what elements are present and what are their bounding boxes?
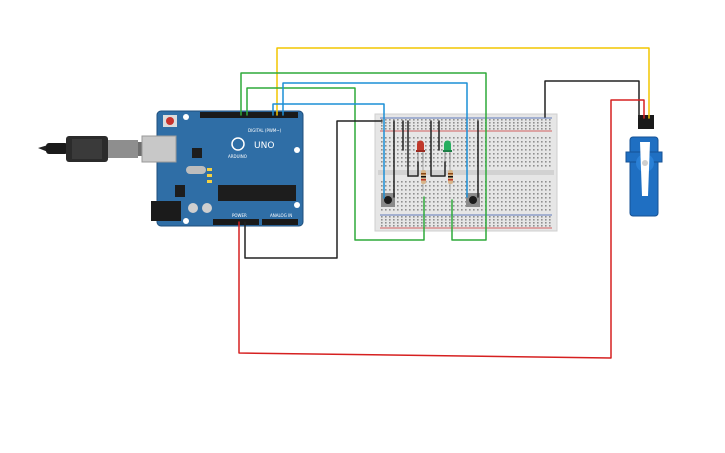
analog-header [262,219,298,225]
power-header [213,219,259,225]
led-red[interactable] [416,140,425,162]
usb-jack [141,135,177,163]
pushbutton-1[interactable] [381,193,395,207]
wire-green-2[interactable] [246,87,425,241]
uno-label: UNO [254,141,274,151]
servo-motor[interactable] [625,115,663,217]
pushbutton-2[interactable] [466,193,480,207]
wire-yellow-signal[interactable] [276,47,650,119]
resistor-2 [448,162,453,192]
wire-blue-1[interactable] [272,103,385,199]
digital-pwm-label: DIGITAL (PWM~) [248,128,282,133]
atmega-chip [218,185,296,201]
usb-cable [38,136,144,162]
jumper-5 [430,120,446,177]
jumper-4 [407,161,419,177]
led-green[interactable] [443,140,452,162]
reset-button[interactable] [166,117,174,125]
wire-green-1[interactable] [240,72,487,241]
arduino-board[interactable]: ARDUINO UNO DIGITAL (PWM~) POWER ANALOG … [141,110,304,227]
power-jack [151,201,181,221]
power-label: POWER [232,213,247,218]
arduino-logo [231,137,245,151]
arduino-brand: ARDUINO [228,154,247,159]
resistor-1 [421,162,426,192]
wires [238,47,650,359]
servo-horn[interactable] [642,160,648,166]
digital-header [200,112,298,118]
wire-red-power[interactable] [238,99,645,359]
wire-black-gnd[interactable] [244,120,383,259]
wire-blue-2[interactable] [282,82,468,198]
analog-in-label: ANALOG IN [270,213,292,218]
